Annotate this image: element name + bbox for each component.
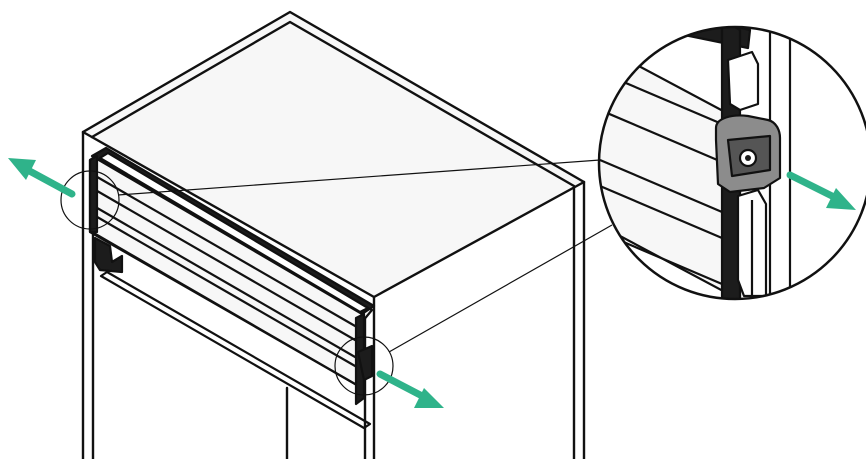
leader-line-upper: [117, 159, 601, 196]
drawer-strip-line-4: [91, 213, 363, 371]
detail-circle-border: [597, 25, 866, 301]
drawer-strip-line-1: [91, 173, 363, 331]
cabinet-top-inner-edge: [90, 20, 576, 188]
cabinet: [81, 10, 586, 459]
drawer-strip-line-2: [91, 187, 363, 345]
arrow-left-outward: [8, 158, 76, 198]
drawer-top-rail-highlight: [98, 151, 370, 314]
detail-line-4: [599, 184, 723, 240]
direction-arrows: [8, 158, 444, 408]
detail-arrow: [786, 171, 856, 210]
drawer-left-bracket: [93, 236, 124, 274]
drawer-runner: [99, 270, 372, 430]
detail-line-2: [599, 108, 723, 164]
detail-upper-hinge: [726, 50, 760, 112]
drawer-left-end: [88, 154, 99, 234]
detail-callout: [597, 25, 866, 301]
drawer-bottom-edge: [91, 231, 363, 389]
arrow-right-outward: [376, 370, 444, 408]
detail-drawer-face: [599, 38, 742, 299]
leader-line-lower: [388, 224, 613, 353]
callout-markers: [60, 159, 613, 396]
drawer-front: [88, 146, 376, 430]
drawer-right-bracket: [356, 344, 374, 382]
callout-left: [60, 170, 120, 230]
detail-line-3: [599, 158, 723, 214]
callout-right: [334, 336, 394, 396]
drawer-strip-line-3: [91, 204, 363, 362]
detail-screw-center: [745, 155, 751, 161]
